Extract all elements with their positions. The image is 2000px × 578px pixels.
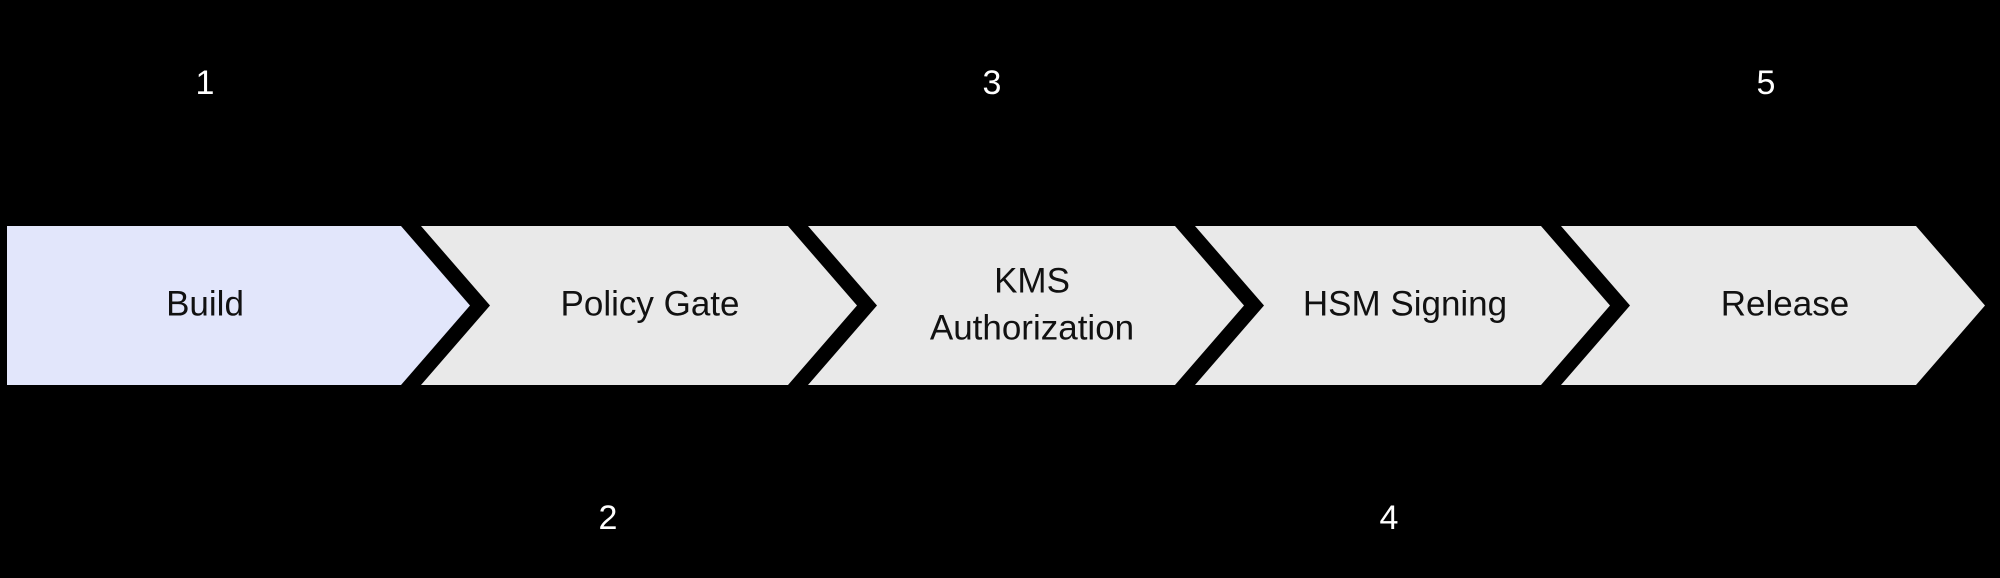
chevron-label-hsm-signing: HSM Signing [1303, 284, 1507, 323]
chevron-step-2[interactable]: Policy Gate [421, 226, 857, 385]
chevron-step-3[interactable]: KMS Authorization [808, 226, 1244, 385]
step-number-4: 4 [1380, 499, 1399, 537]
chevron-shape-release[interactable] [1561, 226, 1985, 385]
chevron-label-release: Release [1721, 284, 1849, 323]
chevron-label-build: Build [166, 284, 244, 323]
chevron-label-policy-gate: Policy Gate [561, 284, 740, 323]
chevron-step-5[interactable]: Release [1561, 226, 1985, 385]
step-number-5: 5 [1757, 64, 1776, 102]
chevron-shape-build[interactable] [7, 226, 470, 385]
chevron-shape-hsm-signing[interactable] [1195, 226, 1610, 385]
step-number-3: 3 [983, 64, 1002, 102]
chevron-shape-policy-gate[interactable] [421, 226, 857, 385]
chevron-label-kms-authorization-line2: Authorization [930, 308, 1134, 347]
step-number-1: 1 [196, 64, 215, 102]
chevron-shape-kms-authorization[interactable] [808, 226, 1244, 385]
chevron-step-1[interactable]: Build [7, 226, 470, 385]
step-number-2: 2 [599, 499, 618, 537]
chevron-step-4[interactable]: HSM Signing [1195, 226, 1610, 385]
chevron-label-kms-authorization-line1: KMS [994, 261, 1070, 300]
